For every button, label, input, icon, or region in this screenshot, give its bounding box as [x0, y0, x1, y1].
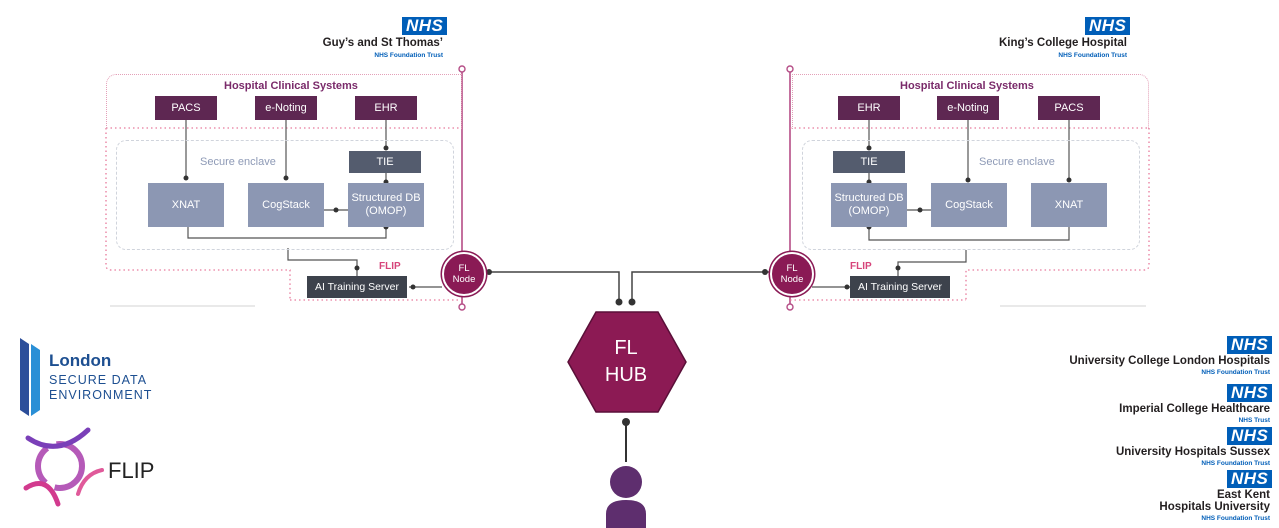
left-fl-node-line1: FL [458, 263, 470, 274]
east-kent-name-line2: Hospitals University [1159, 501, 1270, 513]
fl-hub-line2: HUB [604, 364, 648, 386]
right-flip-label: FLIP [850, 261, 872, 272]
sussex-sub: NHS Foundation Trust [1201, 460, 1270, 467]
uclh-name: University College London Hospitals [1069, 355, 1270, 367]
right-fl-node-line2: Node [780, 274, 804, 285]
right-enclave-label: Secure enclave [979, 156, 1055, 168]
right-structured-db-box: Structured DB (OMOP) [831, 183, 907, 227]
nhs-logo-sussex: NHS [1227, 427, 1273, 445]
right-hospital-systems-label: Hospital Clinical Systems [900, 80, 1034, 92]
right-ehr-box: EHR [838, 96, 900, 120]
uclh-sub: NHS Foundation Trust [1201, 369, 1270, 376]
london-sde-line2: ENVIRONMENT [49, 388, 153, 402]
top-left-trust-name: Guy’s and St Thomas’ [322, 37, 443, 49]
fl-hub-line1: FL [614, 337, 638, 359]
imperial-sub: NHS Trust [1238, 417, 1270, 424]
top-right-trust-sub: NHS Foundation Trust [1058, 52, 1127, 59]
left-secure-enclave [116, 140, 454, 250]
imperial-name: Imperial College Healthcare [1119, 403, 1270, 415]
east-kent-name-line1: East Kent [1216, 489, 1270, 501]
left-hospital-systems-container [106, 74, 462, 129]
left-enoting-box: e-Noting [255, 96, 317, 120]
london-sde-title: London [49, 351, 112, 370]
nhs-logo-top-left: NHS [402, 17, 448, 35]
right-cogstack-box: CogStack [931, 183, 1007, 227]
left-ai-training-server: AI Training Server [307, 276, 407, 298]
user-icon [606, 466, 646, 528]
fl-hub-hexagon [567, 311, 687, 413]
flip-logo-icon [23, 427, 104, 507]
left-structured-db-box: Structured DB (OMOP) [348, 183, 424, 227]
left-fl-node-line2: Node [452, 274, 476, 285]
fl-hub-label: FL HUB [596, 335, 656, 389]
left-fl-node: FL Node [442, 252, 486, 296]
left-tie-box: TIE [349, 151, 421, 173]
right-secure-enclave [802, 140, 1140, 250]
top-left-trust-sub: NHS Foundation Trust [374, 52, 443, 59]
left-flip-label: FLIP [379, 261, 401, 272]
left-hospital-systems-label: Hospital Clinical Systems [224, 80, 358, 92]
sussex-name: University Hospitals Sussex [1115, 446, 1270, 458]
right-tie-box: TIE [833, 151, 905, 173]
top-right-trust-name: King’s College Hospital [998, 37, 1127, 49]
east-kent-sub: NHS Foundation Trust [1201, 515, 1270, 522]
right-pacs-box: PACS [1038, 96, 1100, 120]
right-ai-training-server: AI Training Server [850, 276, 950, 298]
nhs-logo-east-kent: NHS [1227, 470, 1273, 488]
left-pacs-box: PACS [155, 96, 217, 120]
right-hospital-systems-container [792, 74, 1149, 129]
left-xnat-box: XNAT [148, 183, 224, 227]
right-xnat-box: XNAT [1031, 183, 1107, 227]
left-ehr-box: EHR [355, 96, 417, 120]
nhs-logo-uclh: NHS [1227, 336, 1273, 354]
flip-logo-text: FLIP [108, 458, 155, 483]
london-sde-bars-icon [20, 338, 40, 416]
right-enoting-box: e-Noting [937, 96, 999, 120]
nhs-logo-imperial: NHS [1227, 384, 1273, 402]
left-cogstack-box: CogStack [248, 183, 324, 227]
right-fl-node: FL Node [770, 252, 814, 296]
nhs-logo-top-right: NHS [1085, 17, 1131, 35]
london-sde-line1: SECURE DATA [49, 373, 148, 387]
left-enclave-label: Secure enclave [200, 156, 276, 168]
right-fl-node-line1: FL [786, 263, 798, 274]
